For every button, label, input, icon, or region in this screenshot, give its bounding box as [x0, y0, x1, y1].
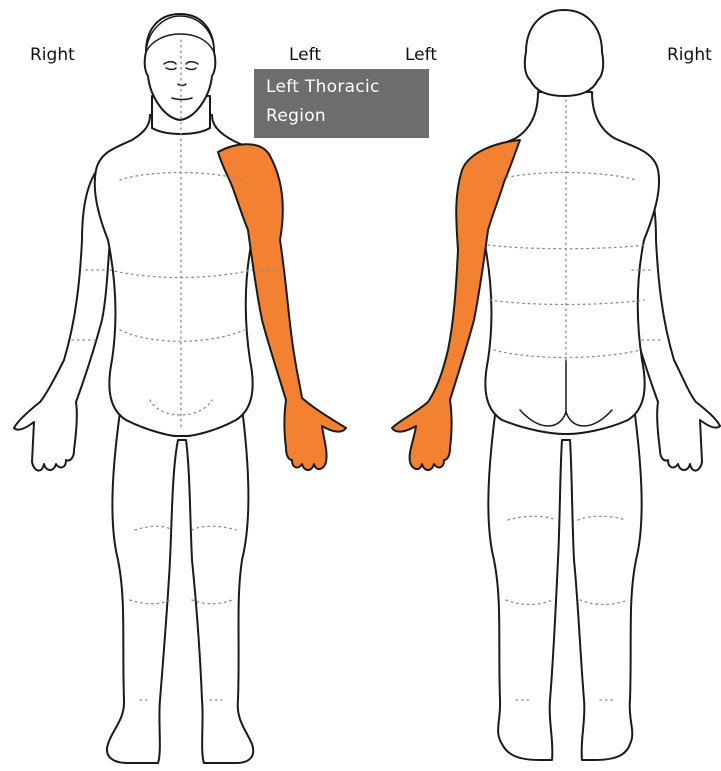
back-figure[interactable] — [392, 10, 720, 760]
back-right-label: Right — [667, 45, 712, 65]
back-left-label: Left — [405, 45, 437, 65]
tooltip-line-1: Left Thoracic — [266, 73, 429, 102]
front-left-label: Left — [289, 45, 321, 65]
region-tooltip: Left Thoracic Region — [254, 69, 429, 138]
back-legs[interactable] — [488, 378, 641, 760]
front-right-label: Right — [30, 45, 75, 65]
back-head — [525, 10, 603, 96]
tooltip-line-2: Region — [266, 102, 429, 131]
